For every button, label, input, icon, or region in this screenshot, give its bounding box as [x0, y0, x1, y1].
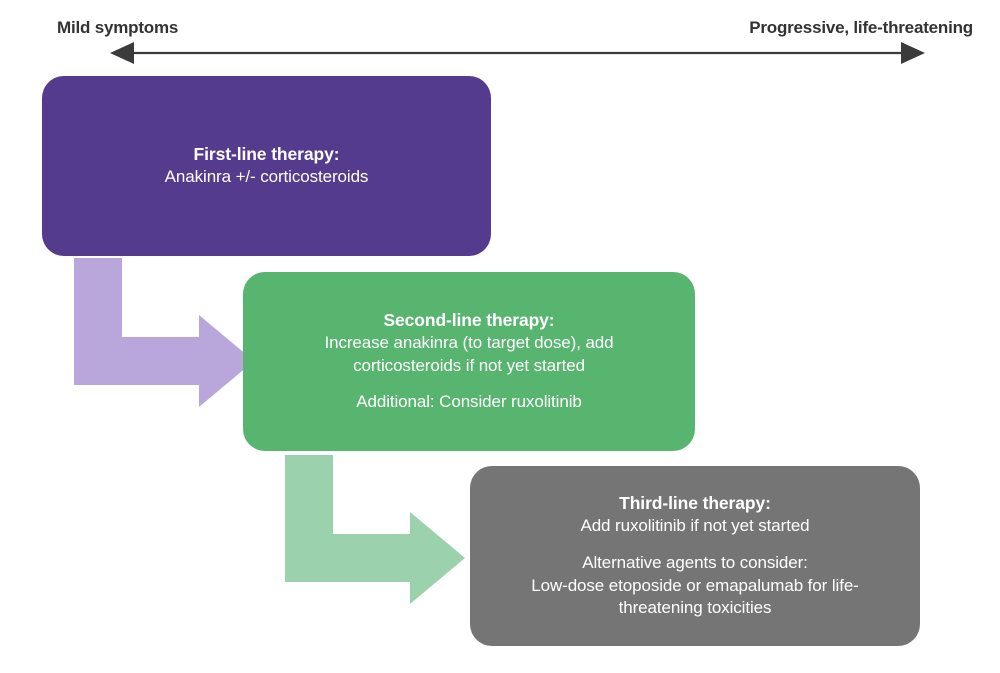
second-line-additional: Additional: Consider ruxolitinib [356, 392, 582, 412]
third-line-alternatives: Alternative agents to consider: Low-dose… [531, 552, 859, 618]
therapy-box-third-line: Third-line therapy: Add ruxolitinib if n… [470, 466, 920, 646]
first-line-heading: First-line therapy: [193, 144, 340, 165]
severity-scale-left-label: Mild symptoms [57, 18, 179, 37]
third-line-detail: Add ruxolitinib if not yet started [580, 516, 810, 536]
therapy-box-second-line: Second-line therapy: Increase anakinra (… [243, 272, 695, 451]
connector-arrow-first-to-second [74, 258, 254, 407]
third-line-heading: Third-line therapy: [619, 492, 771, 513]
therapy-box-first-line: First-line therapy: Anakinra +/- cortico… [42, 76, 491, 256]
double-headed-arrow-icon [110, 42, 925, 64]
second-line-heading: Second-line therapy: [383, 309, 555, 330]
connector-arrow-second-to-third [285, 455, 465, 604]
second-line-detail: Increase anakinra (to target dose), add … [324, 332, 614, 375]
first-line-detail: Anakinra +/- corticosteroids [164, 167, 369, 187]
severity-scale-right-label: Progressive, life-threatening [749, 18, 973, 37]
